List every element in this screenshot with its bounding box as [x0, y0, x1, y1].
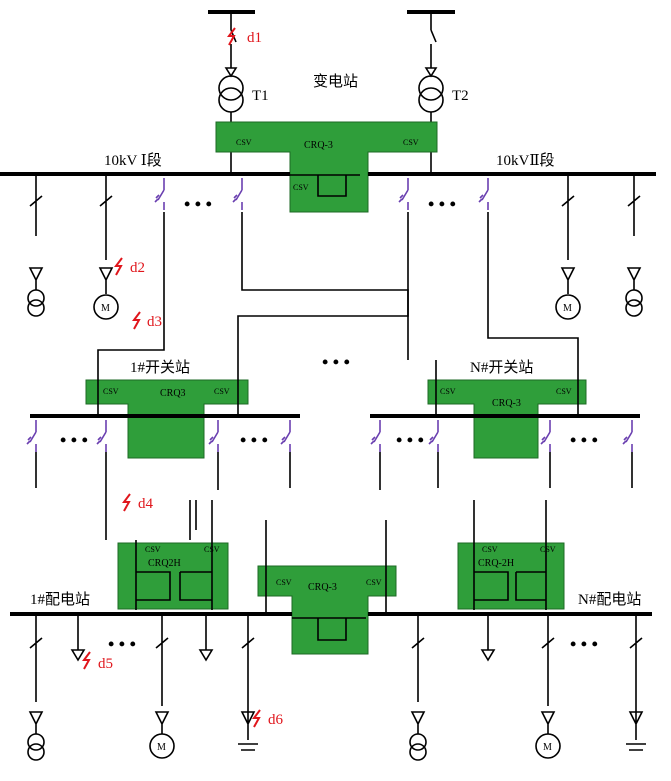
crq-substation-label: CRQ-3: [304, 140, 333, 151]
ellipsis-7: • • •: [570, 430, 598, 450]
feeder-purple-3: [237, 177, 409, 360]
crq-distN-label: CRQ-2H: [478, 558, 514, 569]
fault-d3: d3: [147, 314, 162, 330]
csv-label-sub-left: CSV: [236, 138, 252, 147]
fault-d4: d4: [138, 496, 154, 512]
switchN-label: N#开关站: [470, 359, 533, 376]
csv-d1-l: CSV: [145, 545, 161, 554]
csv-swN-l: CSV: [440, 387, 456, 396]
feeder-motor-left: M: [93, 174, 119, 320]
motor-label-3: M: [157, 742, 166, 753]
switch1-label: 1#开关站: [130, 359, 190, 376]
t1-label: T1: [252, 88, 269, 104]
motor-label-4: M: [543, 742, 552, 753]
crq-dist1-label: CRQ2H: [148, 558, 181, 569]
fault-d1: d1: [247, 30, 262, 46]
crq-mid-box: [257, 565, 397, 655]
motor-label-1: M: [101, 303, 110, 314]
dist1-label: 1#配电站: [30, 591, 90, 608]
ellipsis-1: • • •: [184, 194, 212, 214]
fault-d5: d5: [98, 656, 113, 672]
feeder-motor-right: M: [555, 174, 581, 320]
csv-sw1-r: CSV: [214, 387, 230, 396]
csv-label-sub-right: CSV: [403, 138, 419, 147]
crq-switchN-label: CRQ-3: [492, 398, 521, 409]
csv-dN-r: CSV: [540, 545, 556, 554]
feeder-purple-2: [232, 177, 409, 360]
ellipsis-9: • • •: [570, 634, 598, 654]
motor-label-2: M: [563, 303, 572, 314]
ellipsis-4: • • •: [60, 430, 88, 450]
bus-left-label: 10kV Ⅰ段: [104, 152, 162, 169]
substation-label: 变电站: [313, 73, 358, 90]
csv-mid-r: CSV: [366, 578, 382, 587]
feeder-purple-1: [97, 177, 165, 360]
crq-switch1-box: [85, 379, 249, 459]
csv-swN-r: CSV: [556, 387, 572, 396]
feeder-transformer-left: [27, 174, 45, 317]
csv-mid-l: CSV: [276, 578, 292, 587]
feeder-purple-4: [478, 177, 579, 360]
crq-mid-label: CRQ-3: [308, 582, 337, 593]
ellipsis-8: • • •: [108, 634, 136, 654]
dist-feeders: M M: [27, 614, 646, 761]
crq-substation-box: [215, 121, 438, 213]
ellipsis-3: • • •: [322, 352, 350, 372]
ellipsis-2: • • •: [428, 194, 456, 214]
fault-d2: d2: [130, 260, 145, 276]
distN-label: N#配电站: [578, 591, 641, 608]
feeder-transformer-right: [625, 174, 643, 317]
incoming-right: [407, 10, 455, 78]
ellipsis-5: • • •: [240, 430, 268, 450]
crq-switch1-label: CRQ3: [160, 388, 186, 399]
fault-d6: d6: [268, 712, 284, 728]
crq-switchN-box: [427, 379, 587, 459]
csv-sw1-l: CSV: [103, 387, 119, 396]
csv-dN-l: CSV: [482, 545, 498, 554]
csv-label-sub-mid: CSV: [293, 183, 309, 192]
t2-label: T2: [452, 88, 469, 104]
bus-right-label: 10kVⅡ段: [496, 152, 555, 169]
ellipsis-6: • • •: [396, 430, 424, 450]
